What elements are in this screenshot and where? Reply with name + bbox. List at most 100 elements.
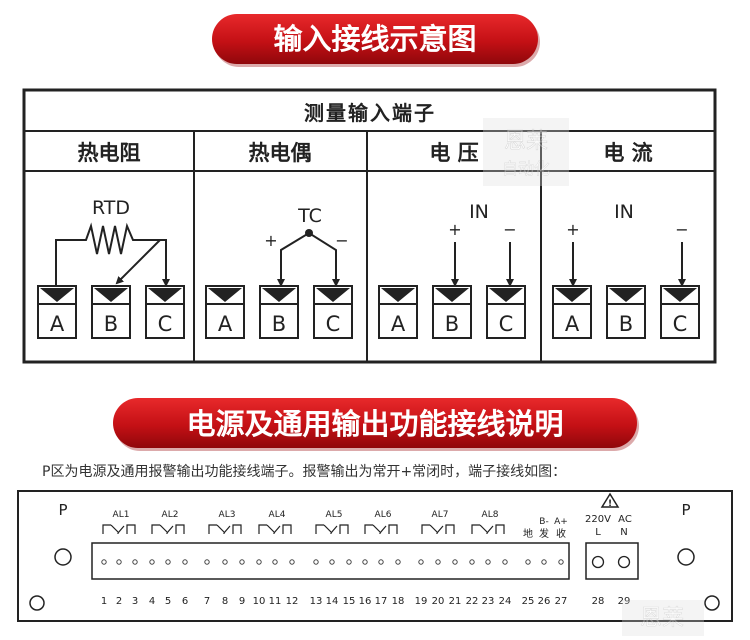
relay-contact-icon — [471, 524, 505, 534]
terminal-hole — [182, 559, 188, 565]
input-terminal: B — [606, 285, 646, 339]
terminal-number: 19 — [415, 596, 428, 607]
terminal-number: 27 — [555, 596, 568, 607]
terminal-number: 4 — [149, 596, 155, 607]
alarm-label: AL4 — [269, 510, 286, 520]
terminal-hole — [222, 559, 228, 565]
power-terminal-number: 29 — [618, 596, 631, 607]
current-wiring: IN + − — [566, 201, 689, 287]
current-minus: − — [675, 220, 688, 239]
terminal-hole — [116, 559, 122, 565]
comm-label-bottom: 地 — [523, 527, 533, 540]
relay-contact-icon — [102, 524, 136, 534]
terminal-hole — [541, 559, 547, 565]
terminal-screw — [435, 288, 469, 302]
column-title-voltage: 电 压 — [429, 141, 478, 165]
terminal-number: 10 — [253, 596, 266, 607]
terminal-number: 17 — [375, 596, 388, 607]
input-terminal-label: C — [499, 312, 514, 336]
alarm-label: AL8 — [482, 510, 499, 520]
power-l: L — [595, 527, 601, 538]
power-terminal-block — [585, 542, 639, 580]
input-terminal: C — [486, 285, 526, 339]
warning-mark: ! — [608, 499, 612, 509]
alarm-label: AL2 — [162, 510, 179, 520]
input-terminal: A — [205, 285, 245, 339]
table-header: 测量输入端子 — [304, 101, 436, 125]
watermark-text: 恩莱 — [504, 129, 548, 154]
terminal-screw — [489, 288, 523, 302]
input-terminal-label: B — [272, 312, 286, 336]
voltage-wiring: IN + − — [448, 201, 517, 287]
mount-hole — [54, 548, 72, 566]
relay-contact-icon — [208, 524, 242, 534]
banner-title: 电源及通用输出功能接线说明 — [186, 407, 563, 441]
description-text: P区为电源及通用报警输出功能接线端子。报警输出为常开+常闭时，端子接线如图： — [42, 463, 566, 480]
input-terminal: C — [145, 285, 185, 339]
terminal-hole — [313, 559, 319, 565]
terminal-number: 7 — [204, 596, 210, 607]
terminal-number: 21 — [449, 596, 462, 607]
mount-hole — [29, 595, 45, 611]
terminal-screw — [94, 288, 128, 302]
relay-contact-icon — [315, 524, 349, 534]
comm-label-bottom: 收 — [556, 527, 566, 540]
terminal-hole — [272, 559, 278, 565]
banner-pill — [212, 14, 538, 64]
terminal-number: 24 — [499, 596, 512, 607]
terminal-number: 20 — [432, 596, 445, 607]
alarm-label: AL6 — [375, 510, 392, 520]
input-terminal-table: 测量输入端子 热电阻 热电偶 电 压 电 流 RTD TC + − IN + − — [22, 88, 717, 364]
rtd-resistor-wire — [55, 222, 170, 287]
input-terminal: A — [37, 285, 77, 339]
input-terminal: B — [259, 285, 299, 339]
terminal-hole — [485, 559, 491, 565]
terminal-hole — [101, 559, 107, 565]
terminal-number: 2 — [116, 596, 122, 607]
power-terminal-hole — [617, 555, 631, 569]
input-terminal-label: A — [391, 312, 406, 336]
relay-contact-icon — [151, 524, 185, 534]
terminal-hole — [502, 559, 508, 565]
input-terminal: C — [313, 285, 353, 339]
terminal-hole — [204, 559, 210, 565]
terminal-number: 14 — [326, 596, 339, 607]
input-terminal-label: A — [565, 312, 580, 336]
input-terminal-label: C — [158, 312, 173, 336]
rtd-label: RTD — [92, 197, 130, 219]
banner-power-output: 电源及通用输出功能接线说明 — [113, 398, 639, 451]
voltage-plus: + — [448, 220, 461, 239]
terminal-screw — [381, 288, 415, 302]
terminal-hole — [452, 559, 458, 565]
input-terminal-label: A — [50, 312, 65, 336]
input-terminal: B — [91, 285, 131, 339]
input-terminal-label: B — [445, 312, 459, 336]
voltage-label: IN — [469, 201, 489, 223]
terminal-hole — [435, 559, 441, 565]
terminal-number: 23 — [482, 596, 495, 607]
watermark-box — [483, 118, 569, 186]
input-terminal: C — [660, 285, 700, 339]
terminal-hole — [329, 559, 335, 565]
input-terminal-label: B — [619, 312, 633, 336]
terminal-hole — [469, 559, 475, 565]
tc-wiring: TC + − — [264, 205, 349, 287]
comm-label-bottom: 发 — [539, 527, 549, 540]
terminal-hole — [346, 559, 352, 565]
terminal-number: 15 — [343, 596, 356, 607]
terminal-number: 9 — [239, 596, 245, 607]
panel-p-right: P — [681, 501, 690, 519]
banner-pill — [113, 398, 637, 448]
terminal-hole — [149, 559, 155, 565]
rtd-wiring: RTD — [55, 197, 170, 287]
terminal-hole — [165, 559, 171, 565]
comm-label-top: A+ — [554, 517, 568, 527]
power-ac: AC — [618, 514, 632, 525]
terminal-number: 22 — [466, 596, 479, 607]
terminal-number: 18 — [392, 596, 405, 607]
input-terminal: B — [432, 285, 472, 339]
